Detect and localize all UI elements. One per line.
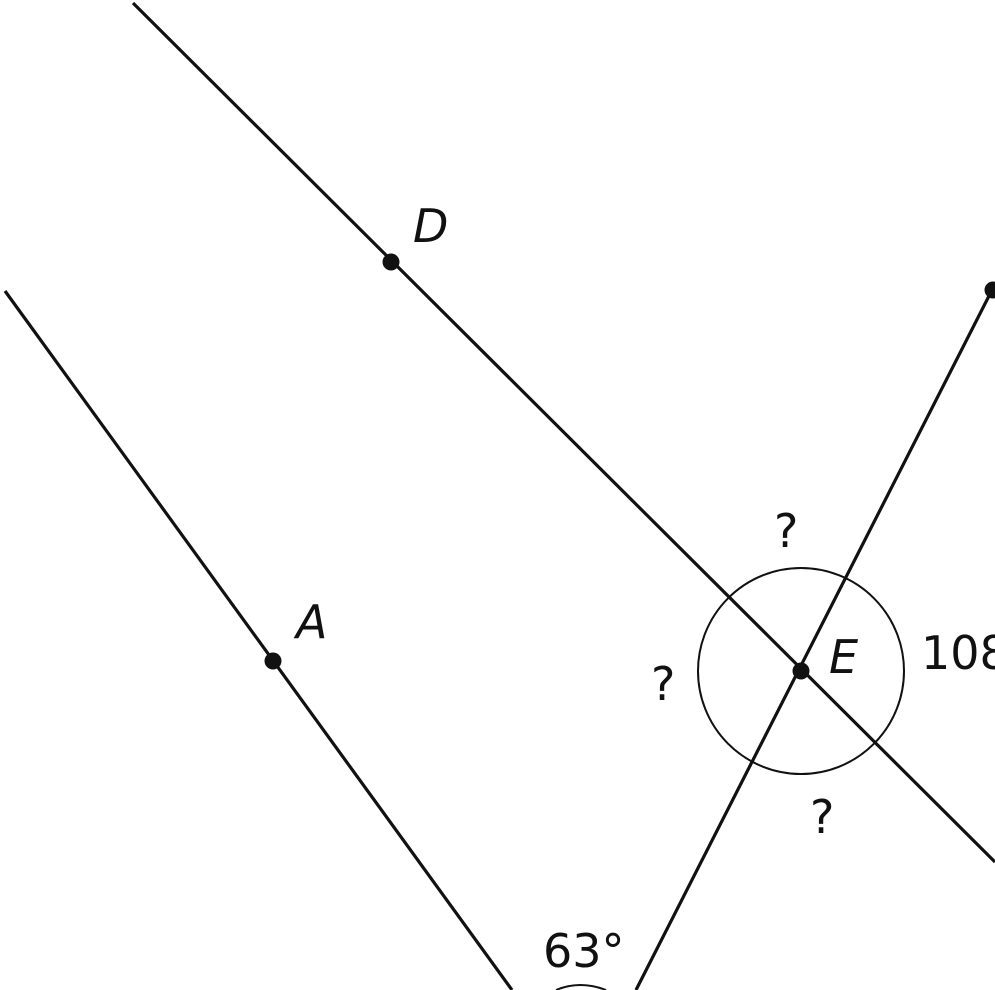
label-a: A xyxy=(293,595,327,649)
line-de xyxy=(131,1,995,864)
angle-label-right: 108° xyxy=(921,626,995,680)
angle-label-bottom-vertex: 63° xyxy=(543,924,625,978)
point-upper-right xyxy=(984,281,995,299)
angle-label-left: ? xyxy=(651,657,675,711)
angle-label-bottom: ? xyxy=(810,790,834,844)
angle-circle-e xyxy=(697,567,905,775)
angle-label-top: ? xyxy=(774,504,798,558)
point-a xyxy=(264,652,282,670)
point-e xyxy=(792,662,810,680)
line-a xyxy=(3,290,514,990)
label-d: D xyxy=(413,199,448,253)
transversal-e xyxy=(634,289,994,990)
label-e: E xyxy=(829,630,858,684)
point-d xyxy=(382,253,400,271)
angle-arc-bottom xyxy=(555,984,607,990)
